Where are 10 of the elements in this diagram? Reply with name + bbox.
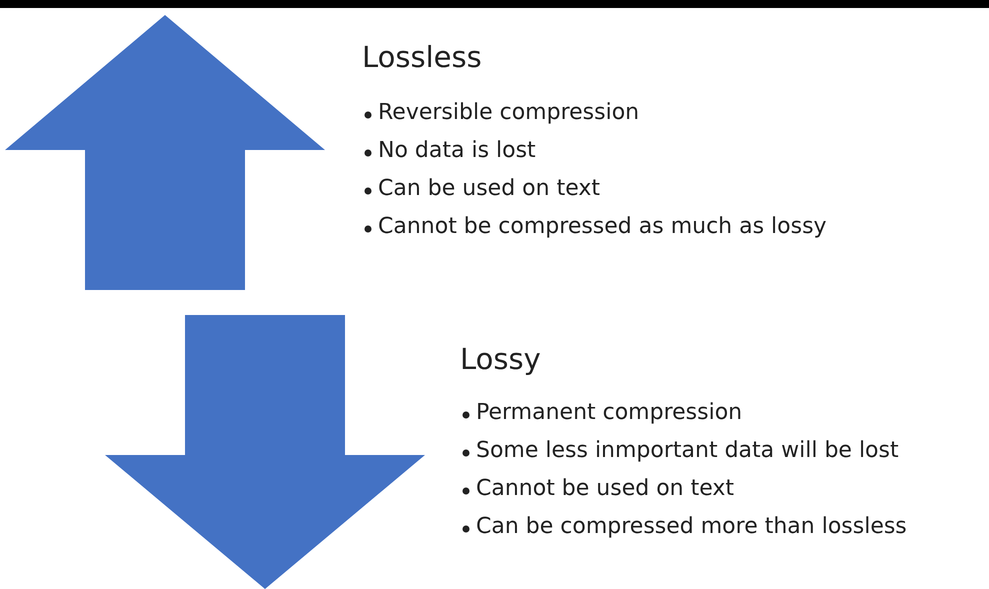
bullet-item: Can be compressed more than lossless <box>476 514 907 539</box>
heading: Lossy <box>460 342 541 376</box>
heading: Lossless <box>362 40 482 74</box>
bullet-item: No data is lost <box>378 138 536 163</box>
bullet-item: Permanent compression <box>476 400 742 425</box>
bullet-item: Can be used on text <box>378 176 600 201</box>
bullet-item: Cannot be used on text <box>476 476 734 501</box>
bullet-item: Reversible compression <box>378 100 640 125</box>
bullet-item: Some less inmportant data will be lost <box>476 438 899 463</box>
bullet-item: Cannot be compressed as much as lossy <box>378 214 827 239</box>
